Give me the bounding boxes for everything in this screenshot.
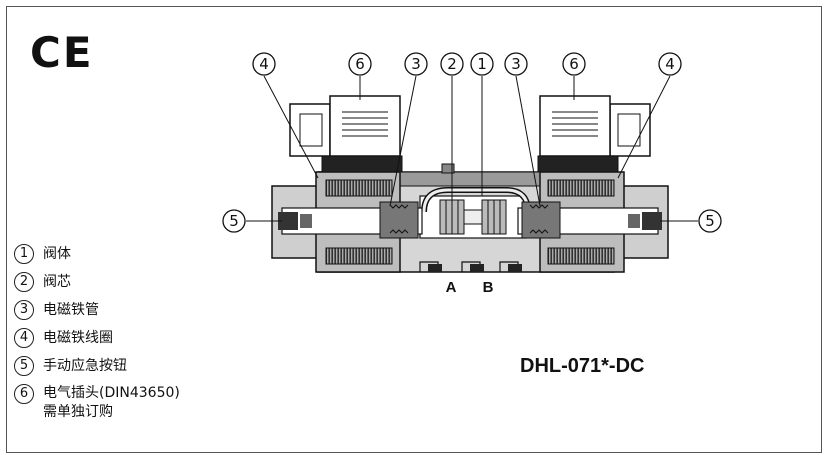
parts-legend: 1 阀体 2 阀芯 3 电磁铁管 4 电磁铁线圈 5 手动应急按钮 6 电气插头… [14,244,180,420]
legend-label: 手动应急按钮 [43,358,127,374]
callout-right-6: 6 [562,52,586,76]
legend-number: 1 [14,244,34,264]
legend-item-valve-body: 1 阀体 [14,244,180,272]
valve-spool [419,187,531,239]
leader-lines [246,75,698,222]
callout-left-3: 3 [404,52,428,76]
svg-text:3: 3 [411,55,421,73]
legend-label: 阀体 [43,246,71,262]
legend-item-solenoid-tube: 3 电磁铁管 [14,300,180,328]
ce-mark: CE [30,28,94,77]
legend-number: 6 [14,384,34,404]
callout-right-3: 3 [504,52,528,76]
svg-text:6: 6 [569,55,579,73]
callout-left-5: 5 [222,209,246,233]
svg-text:4: 4 [665,55,675,73]
callouts: 4 6 3 2 1 3 6 4 5 5 [222,52,722,233]
legend-number: 3 [14,300,34,320]
port-a-label: A [446,279,457,296]
legend-number: 5 [14,356,34,376]
right-connector [537,95,651,173]
legend-label: 阀芯 [43,274,71,290]
legend-item-solenoid-coil: 4 电磁铁线圈 [14,328,180,356]
callout-left-4: 4 [252,52,276,76]
legend-label: 电气插头(DIN43650) [43,385,180,401]
legend-number: 2 [14,272,34,292]
svg-text:5: 5 [229,212,239,230]
legend-note: 需单独订购 [43,404,113,420]
legend-item-connector: 6 电气插头(DIN43650) 需单独订购 [14,384,180,420]
legend-number: 4 [14,328,34,348]
callout-center-1: 1 [470,52,494,76]
right-solenoid [517,171,669,273]
svg-text:3: 3 [511,55,521,73]
callout-left-6: 6 [348,52,372,76]
legend-label: 电磁铁线圈 [43,330,113,346]
svg-text:5: 5 [705,212,715,230]
svg-text:2: 2 [447,55,457,73]
svg-text:4: 4 [259,55,269,73]
svg-text:1: 1 [477,55,487,73]
left-connector [289,95,403,173]
port-b-label: B [483,279,494,296]
legend-item-manual-override: 5 手动应急按钮 [14,356,180,384]
callout-right-4: 4 [658,52,682,76]
callout-center-2: 2 [440,52,464,76]
model-label: DHL-071*-DC [520,355,645,377]
svg-text:6: 6 [355,55,365,73]
callout-right-5: 5 [698,209,722,233]
left-solenoid [271,171,423,273]
legend-item-spool: 2 阀芯 [14,272,180,300]
legend-label: 电磁铁管 [43,302,99,318]
